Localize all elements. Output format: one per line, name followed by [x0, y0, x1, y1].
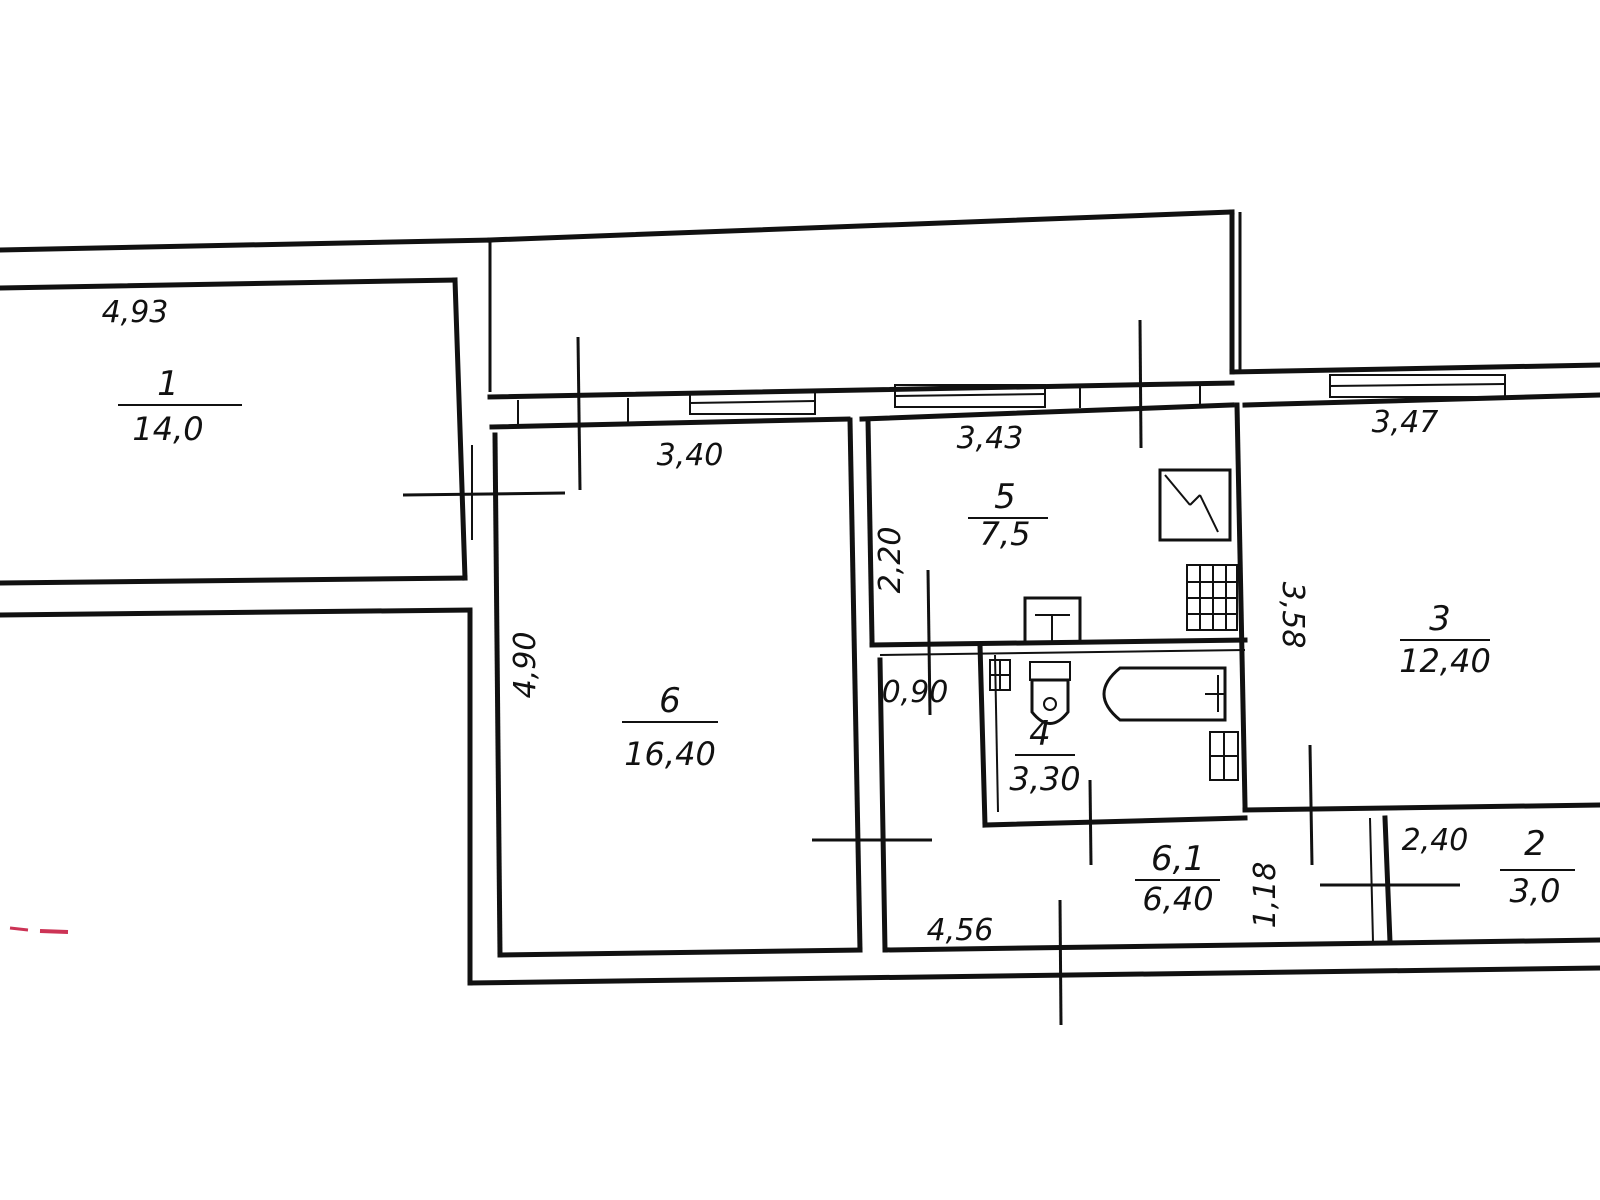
section-marks [402, 319, 1460, 1026]
room-6-1-label: 6,1 6,40 [1135, 839, 1220, 918]
dim-room5-width: 3,43 [957, 421, 1024, 456]
dim-hall-depth: 1,18 [1248, 862, 1283, 929]
room-4-number: 4 [1029, 714, 1051, 754]
room-1-label: 1 14,0 [118, 364, 242, 448]
toilet-icon [1029, 661, 1071, 725]
dim-room3-width: 3,47 [1372, 405, 1439, 440]
room-5-label: 5 7,5 [968, 477, 1048, 553]
room-3-area: 12,40 [1399, 642, 1491, 680]
room-2-area: 3,0 [1510, 872, 1561, 910]
window-room3 [1329, 374, 1506, 398]
room-3-label: 3 12,40 [1399, 599, 1491, 680]
room-1-walls [0, 277, 473, 618]
room-4-walls [977, 642, 1248, 828]
dim-corridor-length: 4,56 [927, 913, 994, 948]
radiator-grid-icon [1186, 564, 1238, 631]
room-4-label: 4 3,30 [1009, 714, 1080, 798]
room-6-1-number: 6,1 [1151, 839, 1205, 879]
room-4-area: 3,30 [1009, 760, 1080, 798]
facade-wall [487, 374, 1600, 430]
loggia-walls [488, 212, 1242, 392]
dimension-labels: 4,93 3,40 4,90 3,43 2,20 3,47 3,58 0,90 … [102, 295, 1469, 948]
room-3-number: 3 [1429, 599, 1451, 639]
sink-icon [1023, 596, 1082, 645]
dim-room6-width: 3,40 [657, 438, 724, 473]
window-room6 [689, 391, 816, 415]
room-6-1-area: 6,40 [1142, 880, 1213, 918]
dim-corridor-width: 0,90 [882, 675, 949, 710]
room-5-number: 5 [994, 477, 1016, 517]
heater-icon [989, 659, 1011, 691]
room-2-label: 2 3,0 [1500, 824, 1575, 910]
window-room5 [894, 384, 1046, 408]
dim-room5-length: 2,20 [873, 527, 908, 594]
room-6-label: 6 16,40 [622, 681, 718, 773]
room-5-area: 7,5 [980, 515, 1031, 553]
room-6-area: 16,40 [624, 735, 716, 773]
stove-icon [1158, 468, 1232, 542]
hall-walls [877, 657, 1600, 953]
room-6-number: 6 [659, 681, 681, 721]
dim-room3-length: 3,58 [1275, 582, 1310, 649]
room-5-walls [865, 402, 1248, 808]
room-1-number: 1 [157, 364, 179, 404]
room-1-area: 14,0 [132, 410, 203, 448]
room-6-walls [471, 417, 863, 958]
outer-walls [0, 209, 1600, 986]
washbasin-icon [1209, 731, 1239, 781]
bathtub-icon [1102, 666, 1227, 722]
dim-room2-length: 2,40 [1402, 823, 1469, 858]
stamp-mark [9, 926, 69, 934]
dim-room1-length: 4,93 [102, 295, 169, 330]
dim-room6-length: 4,90 [508, 632, 543, 699]
room-2-number: 2 [1524, 824, 1546, 864]
